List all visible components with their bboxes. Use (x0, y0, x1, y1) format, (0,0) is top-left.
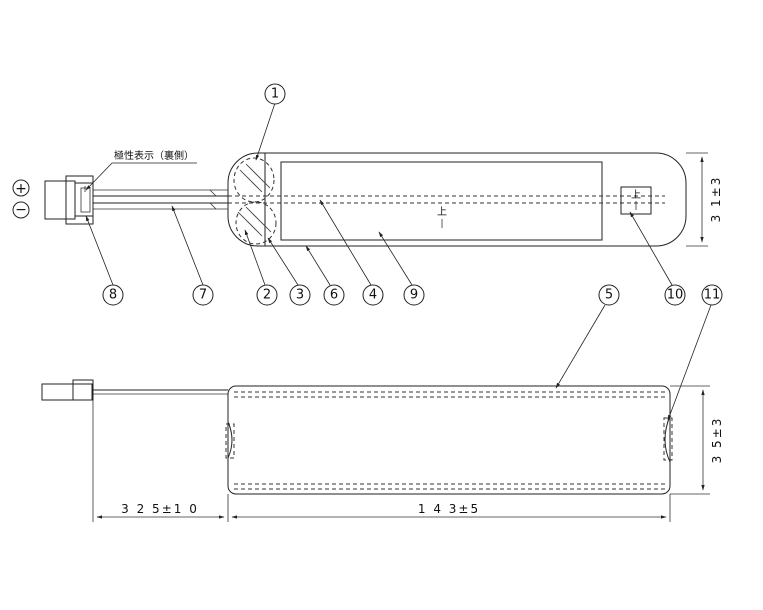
dim-width-top: 3 1±3 (709, 176, 723, 223)
svg-text:5: 5 (605, 288, 613, 303)
callout-3 (289, 284, 311, 306)
up-mark-center: 上 (437, 206, 447, 218)
svg-text:7: 7 (199, 288, 207, 303)
svg-text:2: 2 (263, 288, 271, 303)
callout-4 (362, 284, 384, 306)
dim-width-bottom: 3 5±3 (710, 417, 724, 464)
cell-bottom (235, 201, 277, 245)
callout-10 (664, 284, 686, 306)
side-end-right (664, 415, 671, 463)
callout-5 (598, 284, 620, 306)
svg-text:9: 9 (410, 288, 418, 303)
negative-symbol: − (15, 202, 27, 218)
callout-2 (256, 284, 278, 306)
cell-top (233, 157, 275, 203)
svg-text:4: 4 (369, 288, 377, 303)
negative-symbol-circle (12, 201, 30, 219)
up-mark-tag: 上 (631, 189, 641, 201)
connector (44, 175, 94, 225)
positive-symbol: + (15, 181, 27, 197)
positive-symbol-circle (12, 179, 30, 197)
callout-11 (701, 284, 723, 306)
cell-hatch (237, 163, 272, 237)
side-connector (41, 383, 93, 401)
callouts-top: 1 8 7 2 3 6 4 9 10 5 (85, 83, 723, 421)
callout-1 (264, 83, 286, 105)
svg-text:8: 8 (109, 288, 117, 303)
svg-text:6: 6 (330, 288, 338, 303)
side-body-outline (227, 385, 671, 495)
up-tag (620, 186, 652, 215)
callout-7 (192, 284, 214, 306)
svg-text:3: 3 (296, 288, 304, 303)
dim-body-length: 1 4 3±5 (418, 502, 480, 516)
top-body-outline (227, 152, 687, 247)
label-area (280, 161, 603, 241)
svg-text:11: 11 (704, 288, 721, 303)
svg-text:1: 1 (271, 87, 279, 102)
top-view: 上 上 + − 極性表示（裏側） 3 (12, 149, 723, 247)
callout-9 (403, 284, 425, 306)
callout-6 (323, 284, 345, 306)
side-end-left (227, 421, 233, 459)
svg-text:10: 10 (667, 288, 684, 303)
dim-lead-length: 3 2 5±1 0 (121, 502, 199, 516)
polarity-note: 極性表示（裏側） (114, 149, 194, 162)
callout-8 (102, 284, 124, 306)
side-view: 3 2 5±1 0 1 4 3±5 3 5±3 (41, 379, 724, 522)
